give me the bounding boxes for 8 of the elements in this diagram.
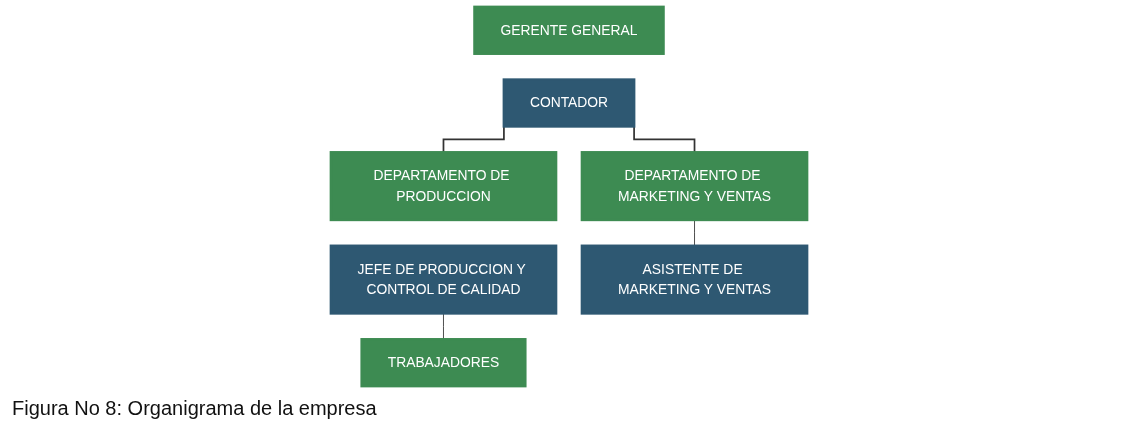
org-box: CONTADOR (502, 78, 636, 128)
org-box: TRABAJADORES (360, 338, 527, 388)
org-box: DEPARTAMENTO DE MARKETING Y VENTAS (580, 151, 809, 222)
org-box: GERENTE GENERAL (473, 5, 665, 55)
org-box: ASISTENTE DE MARKETING Y VENTAS (580, 244, 809, 315)
figure-caption: Figura No 8: Organigrama de la empresa (11, 396, 378, 421)
org-box: DEPARTAMENTO DE PRODUCCION (329, 151, 558, 222)
org-box: JEFE DE PRODUCCION Y CONTROL DE CALIDAD (329, 244, 558, 315)
